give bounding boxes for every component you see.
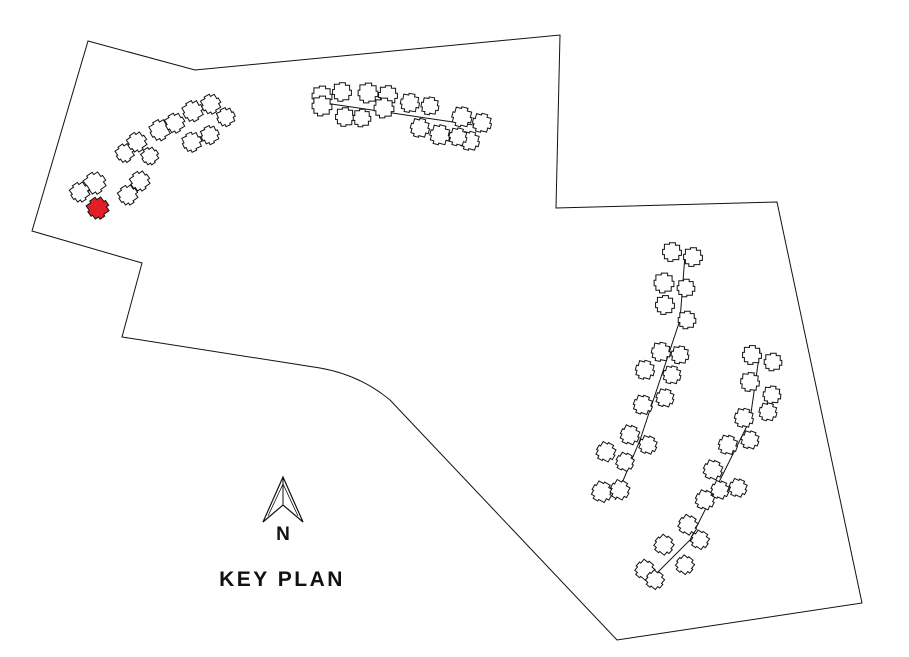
- building-unit: [471, 112, 493, 133]
- building-unit: [420, 96, 440, 116]
- building-unit: [614, 451, 636, 473]
- building-unit: [357, 82, 379, 104]
- building-unit: [128, 170, 151, 192]
- building-unit: [68, 181, 91, 203]
- highlighted-unit: [85, 196, 110, 220]
- building-unit: [590, 480, 614, 504]
- building-unit: [742, 345, 762, 365]
- building-unit: [429, 124, 451, 146]
- building-unit: [653, 533, 675, 556]
- building-unit: [139, 146, 160, 166]
- building-unit: [676, 278, 696, 298]
- building-unit: [739, 371, 761, 392]
- building-cluster-west: [68, 93, 236, 220]
- building-unit: [689, 529, 711, 551]
- building-unit: [655, 295, 675, 315]
- building-unit: [763, 352, 783, 372]
- building-unit: [650, 341, 672, 362]
- building-unit: [116, 184, 139, 206]
- building-unit: [702, 459, 724, 481]
- building-unit: [335, 107, 355, 127]
- building-unit: [638, 434, 658, 455]
- building-unit: [199, 125, 220, 146]
- building-unit: [662, 365, 682, 385]
- building-unit: [448, 127, 468, 147]
- building-unit: [595, 440, 617, 463]
- building-unit: [619, 424, 641, 446]
- building-unit: [181, 131, 203, 153]
- building-unit: [758, 402, 778, 422]
- building-unit: [181, 99, 205, 123]
- building-unit: [644, 569, 666, 591]
- building-unit: [683, 247, 703, 267]
- building-unit: [311, 95, 333, 117]
- building-unit: [740, 430, 760, 450]
- building-unit: [694, 489, 716, 511]
- corridor-line: [649, 349, 761, 581]
- key-plan-title: KEY PLAN: [219, 568, 345, 591]
- building-unit: [148, 118, 172, 142]
- building-unit: [733, 407, 755, 428]
- building-cluster-east-inner: [590, 242, 703, 504]
- building-unit: [451, 106, 473, 128]
- building-cluster-east-outer: [634, 345, 783, 591]
- building-unit: [677, 513, 699, 536]
- building-unit: [762, 385, 782, 405]
- building-unit: [332, 82, 352, 102]
- building-unit: [632, 394, 654, 416]
- building-unit: [710, 479, 730, 500]
- building-unit: [199, 93, 222, 115]
- building-unit: [125, 131, 148, 153]
- building-unit: [215, 107, 236, 128]
- building-unit: [163, 112, 186, 134]
- building-unit: [409, 117, 431, 138]
- north-arrow-icon: [262, 475, 304, 523]
- building-unit: [655, 388, 675, 408]
- building-unit: [662, 242, 682, 262]
- building-unit: [717, 434, 739, 456]
- building-unit: [670, 345, 690, 365]
- building-unit: [728, 477, 748, 498]
- north-label: N: [276, 524, 290, 545]
- building-unit: [399, 92, 421, 113]
- building-unit: [653, 272, 675, 294]
- building-unit: [674, 554, 696, 576]
- building-unit: [634, 359, 656, 380]
- building-unit: [609, 478, 631, 501]
- building-unit: [677, 310, 697, 330]
- site-boundary: [31, 34, 863, 641]
- building-cluster-north: [311, 82, 493, 151]
- building-unit: [352, 108, 372, 128]
- building-unit: [373, 97, 395, 119]
